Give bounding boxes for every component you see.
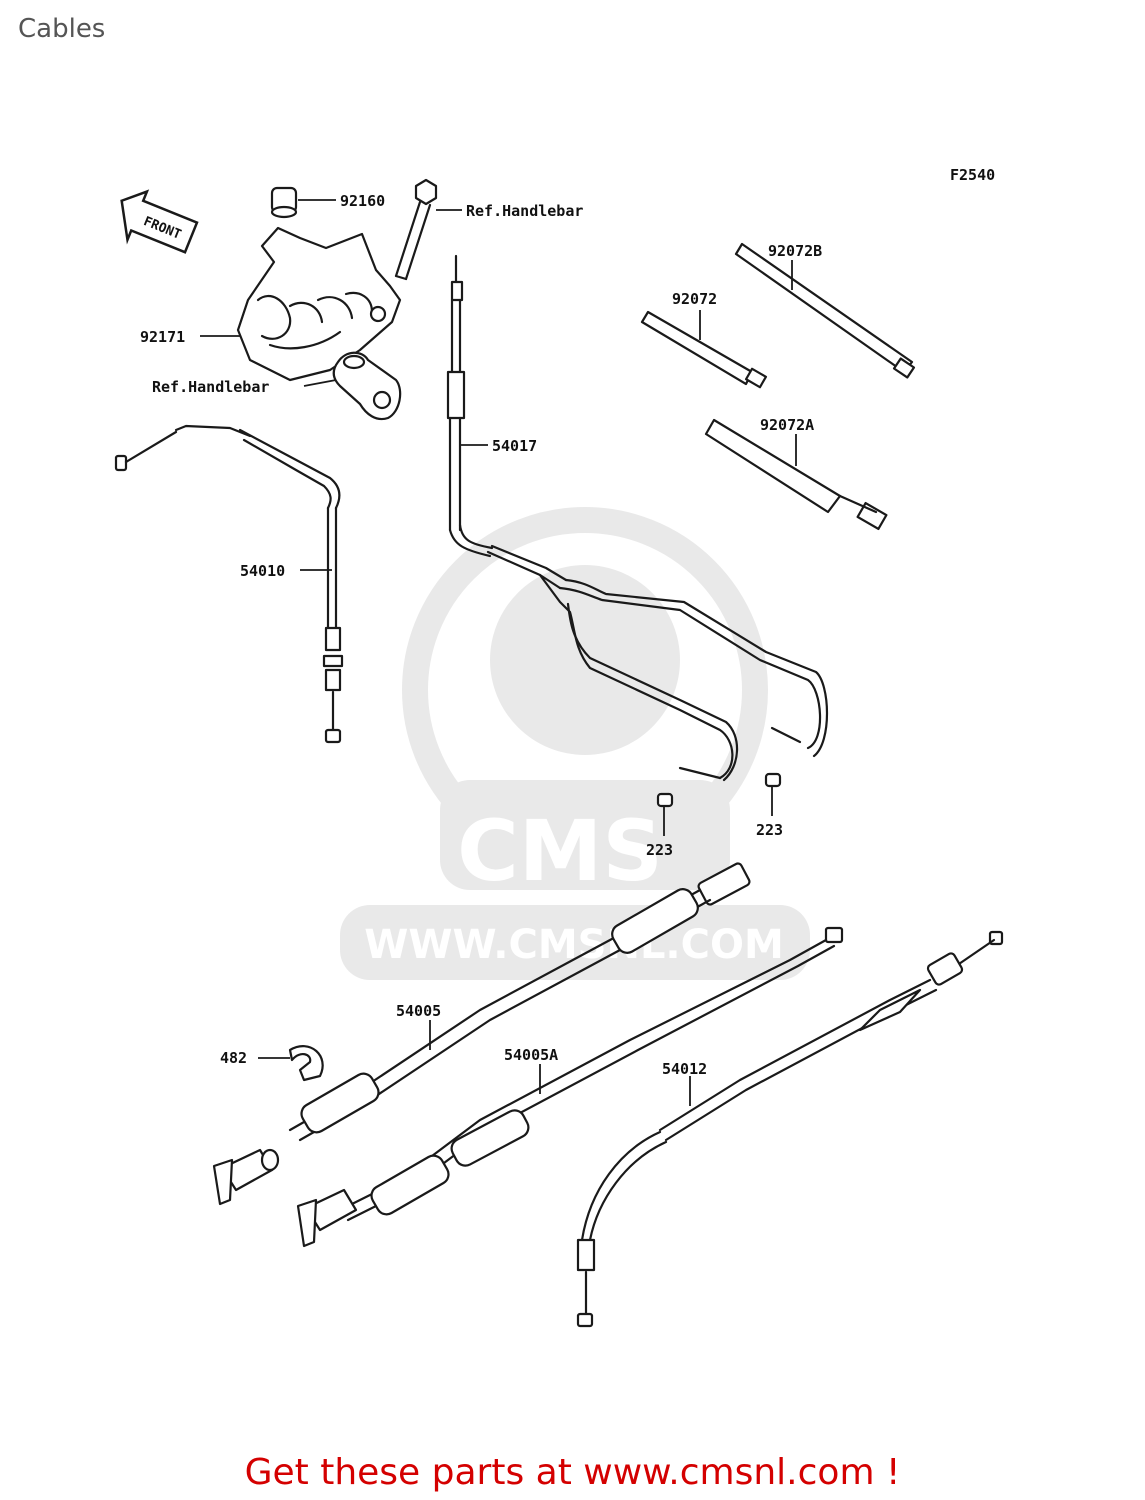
part-54012-cable — [576, 930, 1004, 1328]
handlebar-clamp — [332, 351, 402, 421]
label-92160: 92160 — [340, 192, 385, 210]
label-54005: 54005 — [396, 1002, 441, 1020]
label-54012: 54012 — [662, 1060, 707, 1078]
label-92072: 92072 — [672, 290, 717, 308]
part-482-clip — [288, 1045, 324, 1082]
label-ref-handlebar-1: Ref.Handlebar — [466, 202, 583, 220]
leader-lines — [200, 199, 797, 1106]
label-54010: 54010 — [240, 562, 285, 580]
label-223-right: 223 — [756, 821, 783, 839]
part-54005A-cable — [296, 926, 844, 1248]
part-92171-guard — [236, 226, 402, 382]
page-title: Cables — [18, 14, 106, 44]
watermark-brand: CMS — [457, 802, 663, 900]
part-223-plug-right — [764, 772, 782, 788]
part-92072B-tie — [734, 242, 916, 379]
footer-cta[interactable]: Get these parts at www.cmsnl.com ! — [244, 1452, 901, 1493]
label-92171: 92171 — [140, 328, 185, 346]
part-92072A-tie — [704, 418, 888, 531]
watermark-url: WWW.CMSNL.COM — [364, 922, 784, 968]
part-54010-cable — [114, 424, 344, 744]
part-92160-spacer — [270, 186, 298, 219]
front-arrow-icon: FRONT — [120, 189, 199, 254]
cms-watermark — [340, 507, 810, 980]
part-54017-cable — [446, 254, 829, 782]
label-ref-handlebar-2: Ref.Handlebar — [152, 378, 269, 396]
label-54017: 54017 — [492, 437, 537, 455]
part-92072-tie — [640, 310, 768, 389]
label-92072B: 92072B — [768, 242, 822, 260]
label-54005A: 54005A — [504, 1046, 558, 1064]
handlebar-bolt — [394, 178, 438, 281]
figure-code: F2540 — [950, 166, 995, 184]
label-223-left: 223 — [646, 841, 673, 859]
label-92072A: 92072A — [760, 416, 814, 434]
part-54005-cable — [212, 862, 751, 1206]
part-223-plug-left — [656, 792, 674, 808]
label-482: 482 — [220, 1049, 247, 1067]
